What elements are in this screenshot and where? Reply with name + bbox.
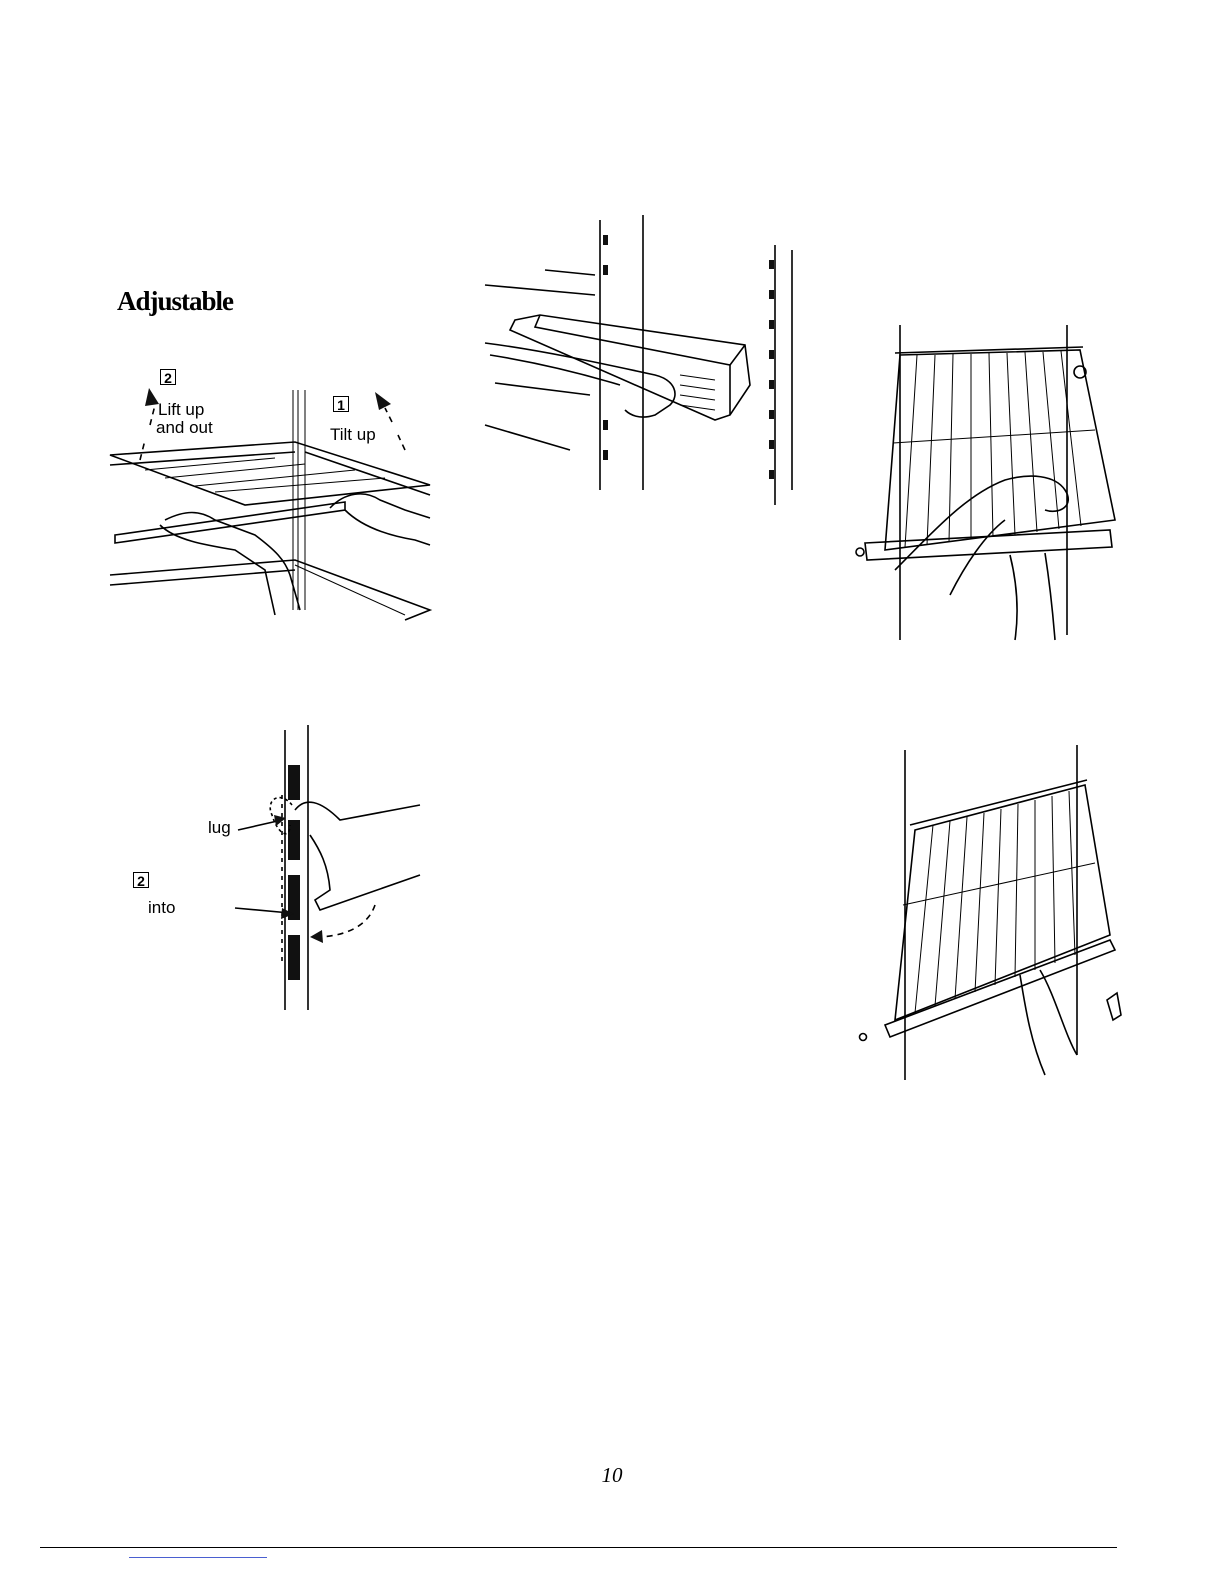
footer-link-underline	[129, 1557, 267, 1558]
step-1-badge: 1	[333, 396, 349, 412]
lift-up-label: Lift up	[158, 400, 204, 419]
tilt-up-label: Tilt up	[330, 425, 376, 444]
wire-shelf-illustration	[855, 325, 1090, 645]
and-out-label: and out	[156, 418, 213, 437]
into-label: into	[148, 898, 175, 917]
figure-shelf-lug-slot	[230, 725, 430, 1015]
section-heading: Adjustable	[117, 286, 233, 317]
page-number: 10	[0, 1463, 1224, 1488]
lug-label: lug	[208, 818, 231, 837]
door-bin-illustration	[480, 215, 800, 510]
step-2-badge: 2	[160, 369, 176, 385]
wire-shelf-install-illustration	[855, 745, 1125, 1080]
figure-glass-shelf-removal	[105, 360, 435, 625]
footer-rule	[40, 1547, 1117, 1548]
figure-wire-shelf-install	[855, 745, 1125, 1080]
lug-slot-illustration	[230, 725, 430, 1015]
step-2-badge-lug: 2	[133, 872, 149, 888]
figure-door-bin-removal	[480, 215, 800, 510]
glass-shelf-illustration	[105, 360, 435, 625]
figure-wire-shelf-removal	[855, 325, 1090, 645]
